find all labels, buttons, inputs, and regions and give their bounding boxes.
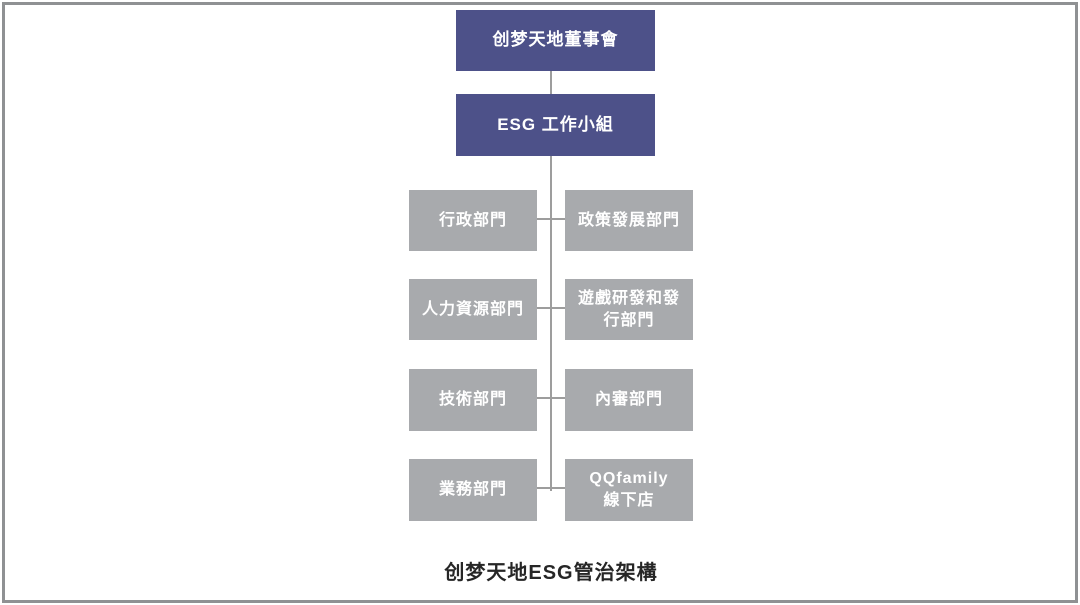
org-node-human-resources-dept-label: 人力資源部門: [421, 300, 524, 318]
org-node-internal-audit-dept: 內審部門: [565, 369, 693, 431]
org-node-qqfamily-offline-store-label: QQfamily 線下店: [589, 470, 669, 509]
org-node-board: 创梦天地董事會: [456, 10, 655, 71]
org-node-internal-audit-dept-label: 內審部門: [594, 391, 663, 409]
connector-board-to-working-group: [550, 71, 552, 94]
org-node-esg-working-group-label: ESG 工作小組: [497, 114, 614, 134]
org-node-administration-dept-label: 行政部門: [438, 211, 507, 229]
org-node-board-label: 创梦天地董事會: [492, 30, 619, 50]
org-node-qqfamily-offline-store: QQfamily 線下店: [565, 459, 693, 521]
org-node-business-dept: 業務部門: [409, 459, 537, 521]
org-node-esg-working-group: ESG 工作小組: [456, 94, 655, 156]
connector-trunk: [550, 156, 552, 491]
dept-row-4: 業務部門 QQfamily 線下店: [409, 459, 693, 521]
connector-row-3: [537, 397, 565, 399]
dept-row-1: 行政部門 政策發展部門: [409, 190, 693, 251]
org-node-policy-development-dept: 政策發展部門: [565, 190, 693, 251]
org-node-human-resources-dept: 人力資源部門: [409, 279, 537, 340]
org-node-technology-dept-label: 技術部門: [438, 391, 507, 409]
org-node-policy-development-dept-label: 政策發展部門: [577, 211, 680, 229]
org-node-administration-dept: 行政部門: [409, 190, 537, 251]
org-node-business-dept-label: 業務部門: [438, 481, 507, 499]
org-node-game-rd-publishing-dept: 遊戲研發和發 行部門: [565, 279, 693, 340]
org-node-game-rd-publishing-dept-label: 遊戲研發和發 行部門: [577, 289, 680, 329]
dept-row-3: 技術部門 內審部門: [409, 369, 693, 431]
dept-row-2: 人力資源部門 遊戲研發和發 行部門: [409, 279, 693, 340]
connector-row-4: [537, 487, 565, 489]
connector-row-1: [537, 218, 565, 220]
connector-row-2: [537, 307, 565, 309]
diagram-caption: 创梦天地ESG管治架構: [444, 562, 658, 584]
org-node-technology-dept: 技術部門: [409, 369, 537, 431]
